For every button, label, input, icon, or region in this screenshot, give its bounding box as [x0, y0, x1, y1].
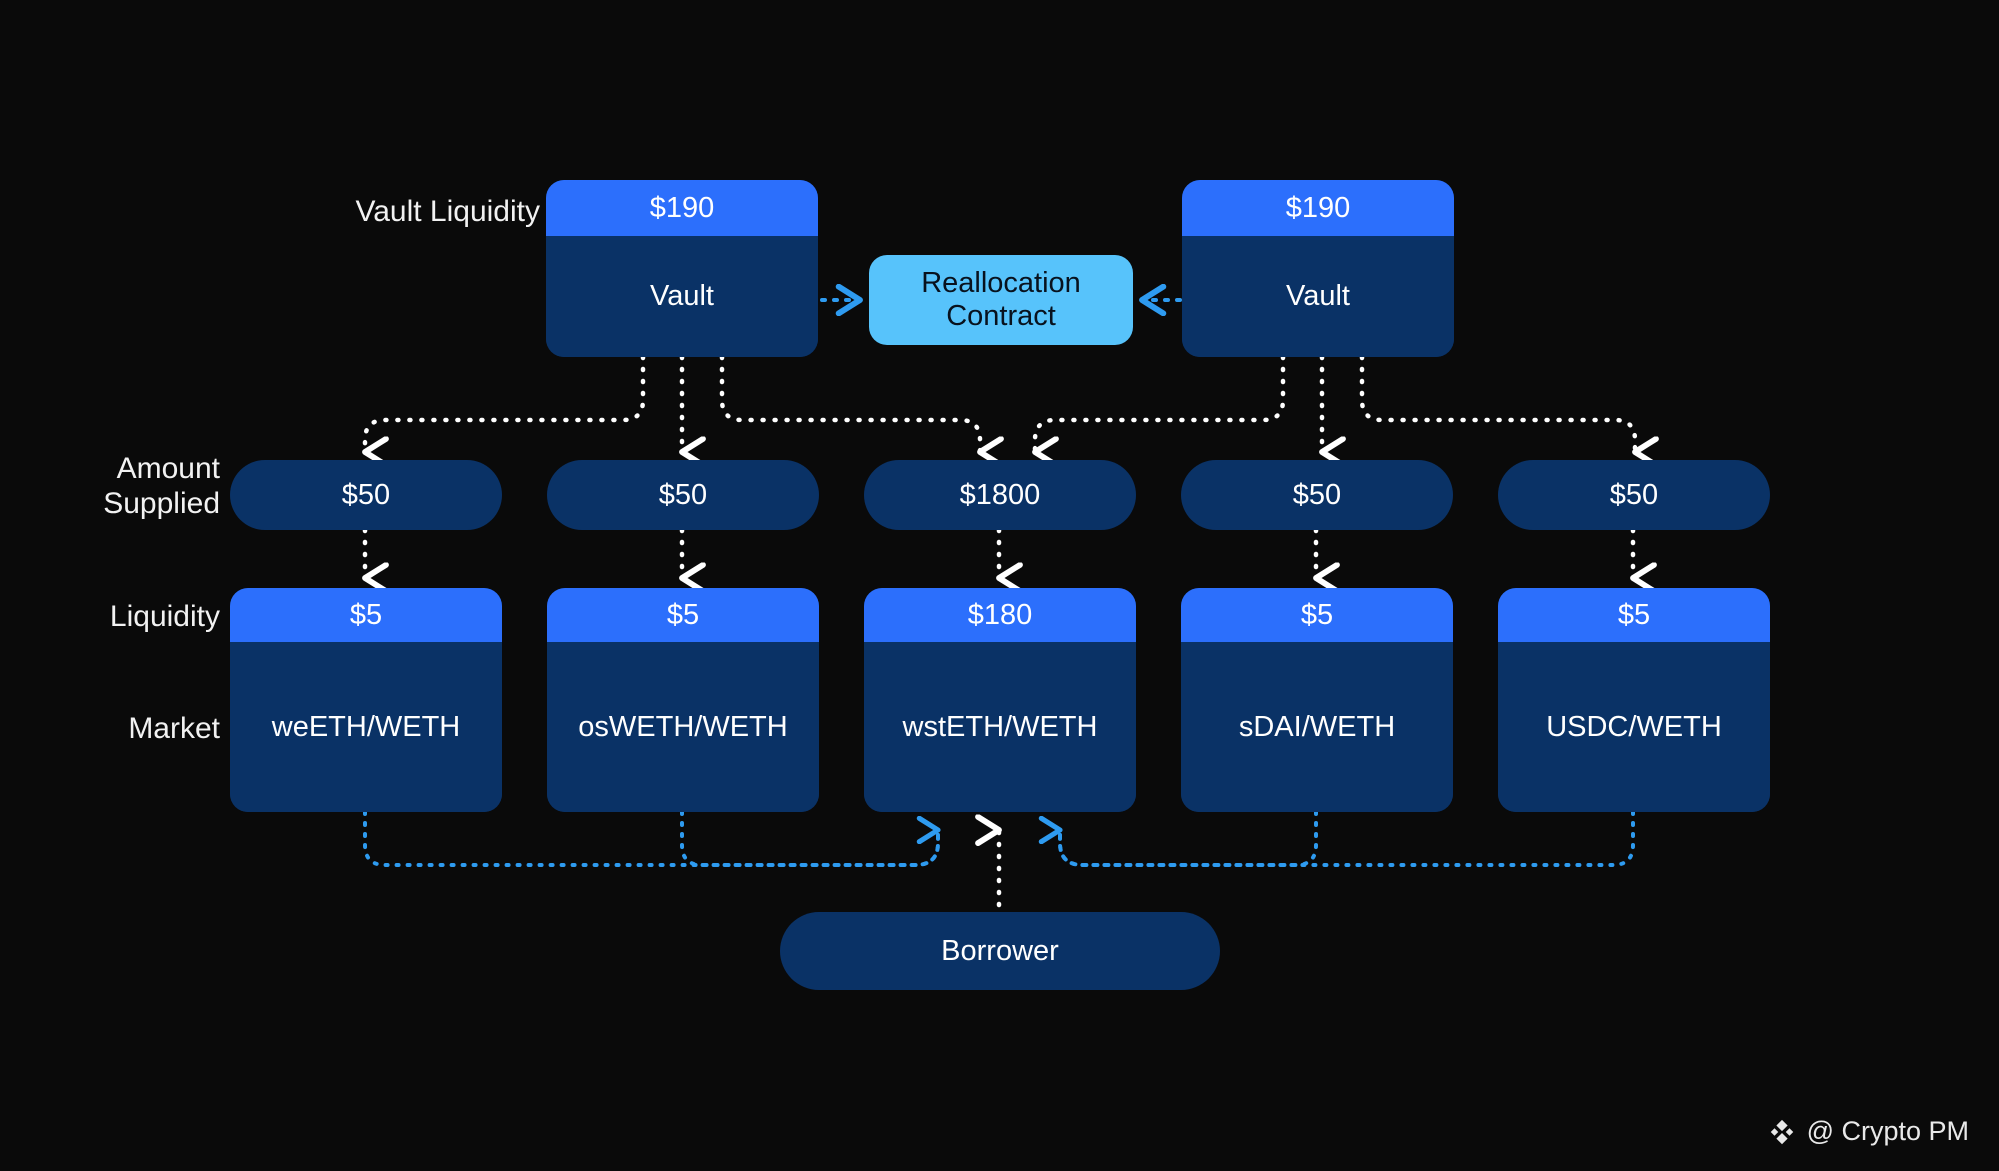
market-card[interactable]: $5 osWETH/WETH — [547, 588, 819, 812]
market-liquidity-value: $5 — [1498, 588, 1770, 642]
market-card[interactable]: $5 USDC/WETH — [1498, 588, 1770, 812]
wire-vault-left-fanout — [365, 354, 980, 452]
row-label-liquidity: Liquidity — [109, 600, 220, 633]
vault-liquidity-value-left: $190 — [546, 180, 818, 236]
watermark-text: @ Crypto PM — [1806, 1116, 1969, 1146]
market-card[interactable]: $5 weETH/WETH — [230, 588, 502, 812]
market-card[interactable]: $5 sDAI/WETH — [1181, 588, 1453, 812]
market-card[interactable]: $180 wstETH/WETH — [864, 588, 1136, 812]
market-liquidity-value: $5 — [547, 588, 819, 642]
amount-supplied-pill[interactable]: $50 — [547, 460, 819, 530]
wire-amount-to-market — [365, 527, 1633, 578]
market-name: sDAI/WETH — [1181, 642, 1453, 812]
market-liquidity-value: $5 — [230, 588, 502, 642]
market-liquidity-value: $180 — [864, 588, 1136, 642]
row-label-vault-liquidity: Vault Liquidity — [355, 195, 540, 228]
market-name: wstETH/WETH — [864, 642, 1136, 812]
borrower-node[interactable]: Borrower — [780, 912, 1220, 990]
watermark: @ Crypto PM — [1767, 1116, 1969, 1147]
vault-card-right[interactable]: $190 Vault — [1182, 180, 1454, 357]
market-name: osWETH/WETH — [547, 642, 819, 812]
row-label-amount-supplied: Amount Supplied — [103, 452, 220, 520]
market-liquidity-value: $5 — [1181, 588, 1453, 642]
market-name: weETH/WETH — [230, 642, 502, 812]
wire-markets-to-borrower — [363, 810, 1635, 867]
wire-vault-right-fanout — [1035, 354, 1635, 452]
amount-supplied-pill[interactable]: $50 — [1181, 460, 1453, 530]
vault-liquidity-value-right: $190 — [1182, 180, 1454, 236]
market-name: USDC/WETH — [1498, 642, 1770, 812]
vault-card-left[interactable]: $190 Vault — [546, 180, 818, 357]
diamond-sparkle-icon — [1770, 1119, 1793, 1144]
reallocation-contract-node[interactable]: Reallocation Contract — [869, 255, 1133, 345]
amount-supplied-pill[interactable]: $1800 — [864, 460, 1136, 530]
amount-supplied-pill[interactable]: $50 — [1498, 460, 1770, 530]
amount-supplied-pill[interactable]: $50 — [230, 460, 502, 530]
vault-name-left: Vault — [546, 236, 818, 357]
row-label-market: Market — [128, 712, 220, 745]
vault-name-right: Vault — [1182, 236, 1454, 357]
